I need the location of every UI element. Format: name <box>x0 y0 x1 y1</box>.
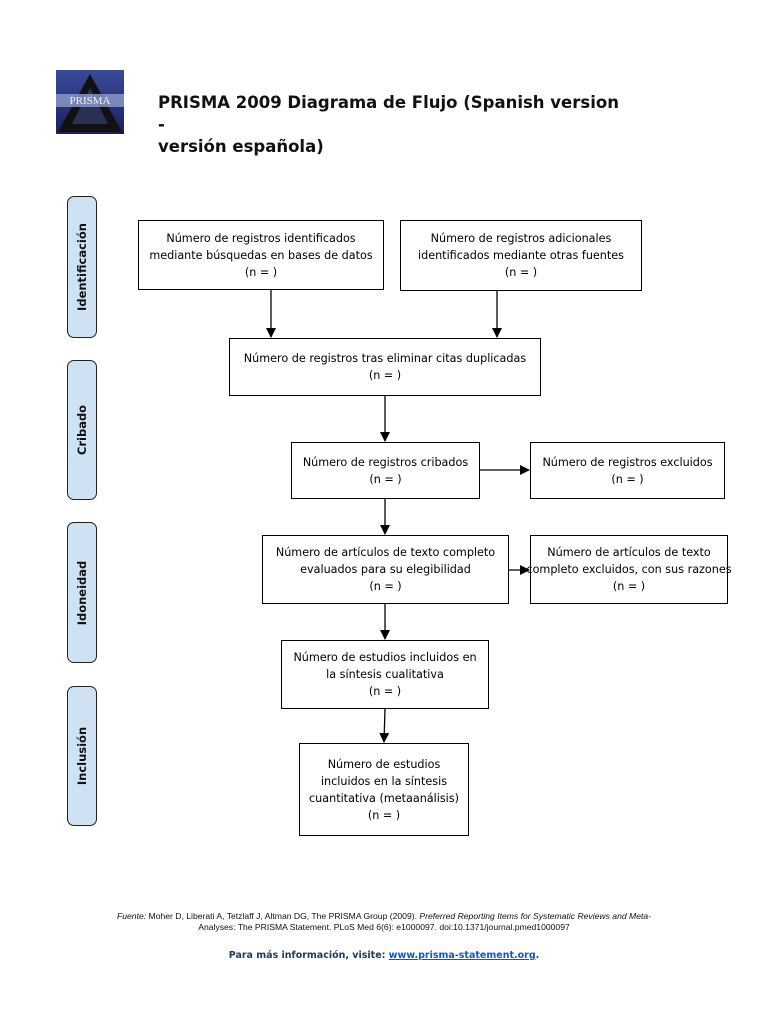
box-line: Número de artículos de texto completo <box>275 546 496 559</box>
box-line: Número de registros adicionales <box>430 232 612 245</box>
source-label: Fuente: <box>116 911 147 921</box>
box-count: (n = ) <box>504 266 538 279</box>
source-citation: Fuente: Moher D, Liberati A, Tetzlaff J,… <box>40 911 728 933</box>
box-line: mediante búsquedas en bases de datos <box>149 248 373 262</box>
more-info: Para más información, visite: www.prisma… <box>0 950 768 961</box>
phase-identificacion: Identificación <box>67 196 97 338</box>
box-fulltext-assessed: Número de artículos de texto completo ev… <box>262 535 509 604</box>
box-line: Número de registros tras eliminar citas … <box>243 352 527 365</box>
arrow-qualitative-to-quantitative <box>379 708 390 743</box>
logo-text: PRISMA <box>70 95 111 107</box>
box-count: (n = ) <box>611 472 644 486</box>
prisma-website-link[interactable]: www.prisma-statement.org <box>388 950 536 961</box>
more-info-period: . <box>535 950 540 961</box>
box-line: Número de estudios incluidos en <box>293 651 477 664</box>
box-line: Número de artículos de texto <box>547 546 711 559</box>
box-quantitative-synthesis: Número de estudios incluidos en la sínte… <box>299 743 469 836</box>
source-authors: Moher D, Liberati A, Tetzlaff J, Altman … <box>148 911 417 921</box>
box-count: (n = ) <box>368 685 402 698</box>
box-count: (n = ) <box>368 369 402 382</box>
box-fulltext-excluded: Número de artículos de texto completo ex… <box>526 535 732 604</box>
box-line: identificados mediante otras fuentes <box>418 249 624 262</box>
source-journal: PLoS Med 6(6): e1000097. doi:10.1371/jou… <box>333 922 570 932</box>
title-line-2: versión española) <box>158 137 324 156</box>
box-count: (n = ) <box>369 580 402 593</box>
box-count: (n = ) <box>244 265 278 279</box>
box-other-source-records: Número de registros adicionales identifi… <box>400 220 642 291</box>
box-database-records: Número de registros identificados median… <box>138 220 384 290</box>
box-line: Número de estudios <box>327 757 441 771</box>
prisma-logo: PRISMA <box>56 70 124 134</box>
phase-idoneidad: Idoneidad <box>67 522 97 663</box>
phase-cribado: Cribado <box>67 360 97 500</box>
box-count: (n = ) <box>369 472 402 486</box>
source-title-cont: Analyses: The PRISMA Statement. <box>198 922 332 932</box>
box-after-duplicates: Número de registros tras eliminar citas … <box>229 338 541 396</box>
box-line: Número de registros excluidos <box>542 455 713 469</box>
phase-inclusion: Inclusión <box>67 686 97 826</box>
source-title: Preferred Reporting Items for Systematic… <box>419 911 652 921</box>
box-line: evaluados para su elegibilidad <box>300 563 471 576</box>
more-info-label: Para más información, visite: <box>228 950 386 961</box>
box-count: (n = ) <box>612 580 646 593</box>
box-line: cuantitativa (metaanálisis) <box>309 791 459 805</box>
title-line-1: PRISMA 2009 Diagrama de Flujo (Spanish v… <box>158 93 619 134</box>
box-line: la síntesis cualitativa <box>326 668 444 681</box>
box-screened: Número de registros cribados (n = ) <box>291 442 480 499</box>
box-line: incluidos en la síntesis <box>320 774 448 788</box>
box-line: completo excluidos, con sus razones <box>526 563 732 576</box>
page-title: PRISMA 2009 Diagrama de Flujo (Spanish v… <box>158 92 628 158</box>
box-line: Número de registros cribados <box>302 455 469 469</box>
box-count: (n = ) <box>367 808 401 822</box>
box-excluded: Número de registros excluidos (n = ) <box>530 442 725 499</box>
box-line: Número de registros identificados <box>166 231 356 245</box>
box-qualitative-synthesis: Número de estudios incluidos en la sínte… <box>281 640 489 709</box>
